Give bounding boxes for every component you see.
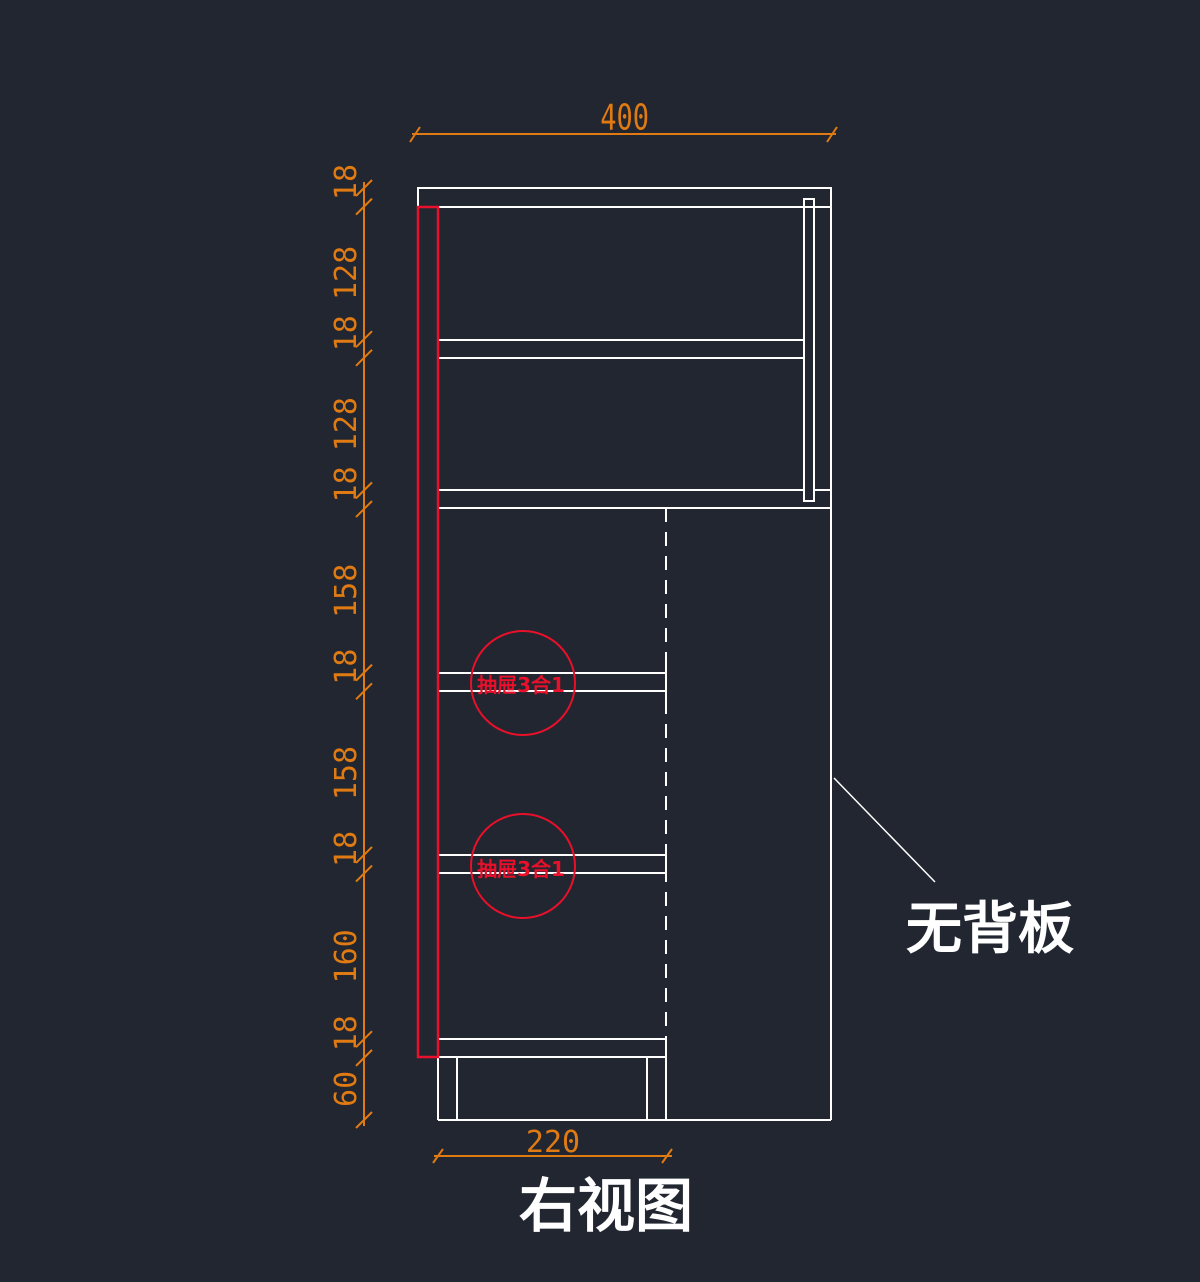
bottom-dimension: [432, 1148, 673, 1164]
callout-1-circle: [470, 630, 576, 736]
callout-1-text: 抽屉3合1: [477, 673, 565, 697]
vertical-dim-tick: [355, 864, 373, 883]
vertical-dim-label: 158: [329, 746, 364, 800]
callout-2-circle: [470, 813, 576, 919]
vertical-dim-tick: [355, 663, 373, 682]
vertical-dim-label: 18: [329, 1015, 364, 1051]
vertical-dim-label: 18: [329, 164, 364, 200]
vertical-dim-tick: [355, 349, 373, 367]
vertical-dim-tick: [355, 197, 373, 216]
bottom-dim-tick-left: [432, 1148, 444, 1164]
vertical-dim-label: 18: [329, 831, 364, 867]
vertical-dim-label: 18: [329, 466, 364, 502]
vertical-dim-label: 160: [329, 929, 364, 983]
top-dimension: [409, 126, 838, 143]
vertical-dim-tick: [355, 682, 373, 700]
vertical-dimension-chain: 18 128 18 128 18 158 18 158 18 160 18 60: [329, 164, 373, 1129]
vertical-dim-tick: [355, 179, 373, 197]
callout-2: 抽屉3合1: [470, 813, 576, 919]
top-dim-tick-right: [826, 126, 838, 143]
top-dim-tick-left: [409, 126, 421, 143]
no-back-panel-leader: [833, 777, 936, 883]
vertical-dim-label: 18: [329, 315, 364, 351]
upper-door-stile: [803, 198, 815, 502]
top-dimension-label: 400: [600, 96, 649, 139]
vertical-dim-label: 128: [329, 397, 364, 451]
bottom-dimension-label: 220: [526, 1125, 580, 1160]
callout-2-text: 抽屉3合1: [477, 857, 565, 881]
vertical-dim-label: 158: [329, 564, 364, 618]
vertical-dim-tick: [355, 1030, 373, 1048]
vertical-dim-tick: [355, 330, 373, 348]
vertical-dim-tick: [355, 846, 373, 864]
vertical-dim-tick: [355, 481, 373, 500]
callout-1: 抽屉3合1: [470, 630, 576, 736]
vertical-dim-tick: [355, 1049, 373, 1067]
view-title: 右视图: [519, 1172, 693, 1240]
vertical-dim-tick: [355, 500, 373, 518]
vertical-dim-label: 60: [329, 1071, 364, 1107]
vertical-dim-label: 18: [329, 649, 364, 685]
vertical-dim-label: 128: [329, 246, 364, 300]
vertical-dim-tick: [355, 1111, 373, 1129]
top-panel: [417, 187, 832, 208]
no-back-panel-label: 无背板: [906, 897, 1074, 962]
door-panel-highlight: [416, 205, 440, 1059]
bottom-dim-tick-right: [661, 1148, 673, 1164]
